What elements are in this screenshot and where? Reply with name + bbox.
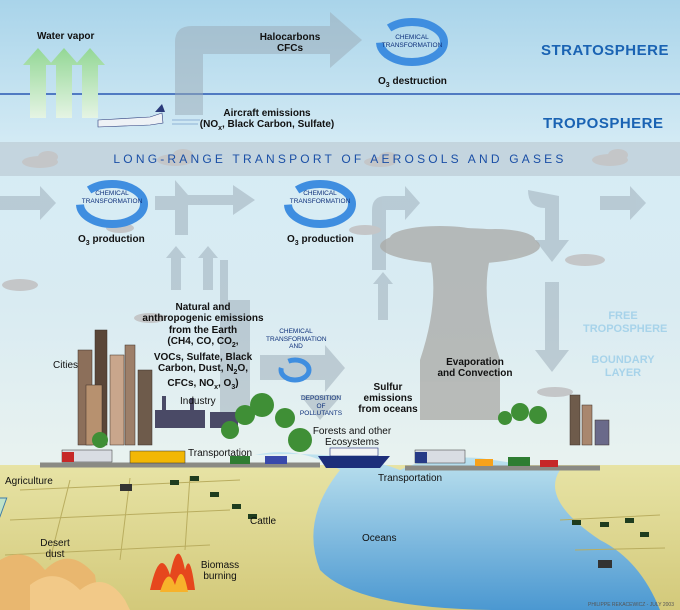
transportation-right-label: Transportation	[378, 473, 443, 484]
cities-label: Cities	[53, 360, 79, 371]
aircraft-emissions-label: Aircraft emissions (NOx, Black Carbon, S…	[199, 108, 335, 132]
chemical-cycle-icon	[376, 18, 448, 66]
o3-production-left-label: O3 production	[78, 234, 145, 247]
cattle-label: Cattle	[250, 516, 277, 527]
industry-label: Industry	[180, 396, 216, 407]
chemical-cycle-icon	[284, 180, 356, 228]
o3-destruction-label: O3 destruction	[378, 76, 447, 89]
water-vapor-label: Water vapor	[37, 31, 95, 42]
troposphere-label: TROPOSPHERE	[543, 115, 664, 132]
transportation-left-label: Transportation	[188, 448, 253, 459]
agriculture-label: Agriculture	[5, 476, 53, 487]
oceans-label: Oceans	[362, 533, 397, 544]
long-range-transport-banner: LONG-RANGE TRANSPORT OF AEROSOLS AND GAS…	[113, 152, 567, 166]
o3-production-mid-label: O3 production	[287, 234, 354, 247]
chemical-cycle-icon	[76, 180, 148, 228]
halocarbons-label: Halocarbons CFCs	[259, 32, 321, 54]
chemical-cycle-icon	[278, 357, 312, 383]
credit-text: PHILIPPE REKACEWICZ - JULY 2003	[588, 602, 674, 608]
natural-emissions-label: Natural and anthropogenic emissions from…	[142, 302, 264, 392]
stratosphere-label: STRATOSPHERE	[541, 42, 669, 59]
